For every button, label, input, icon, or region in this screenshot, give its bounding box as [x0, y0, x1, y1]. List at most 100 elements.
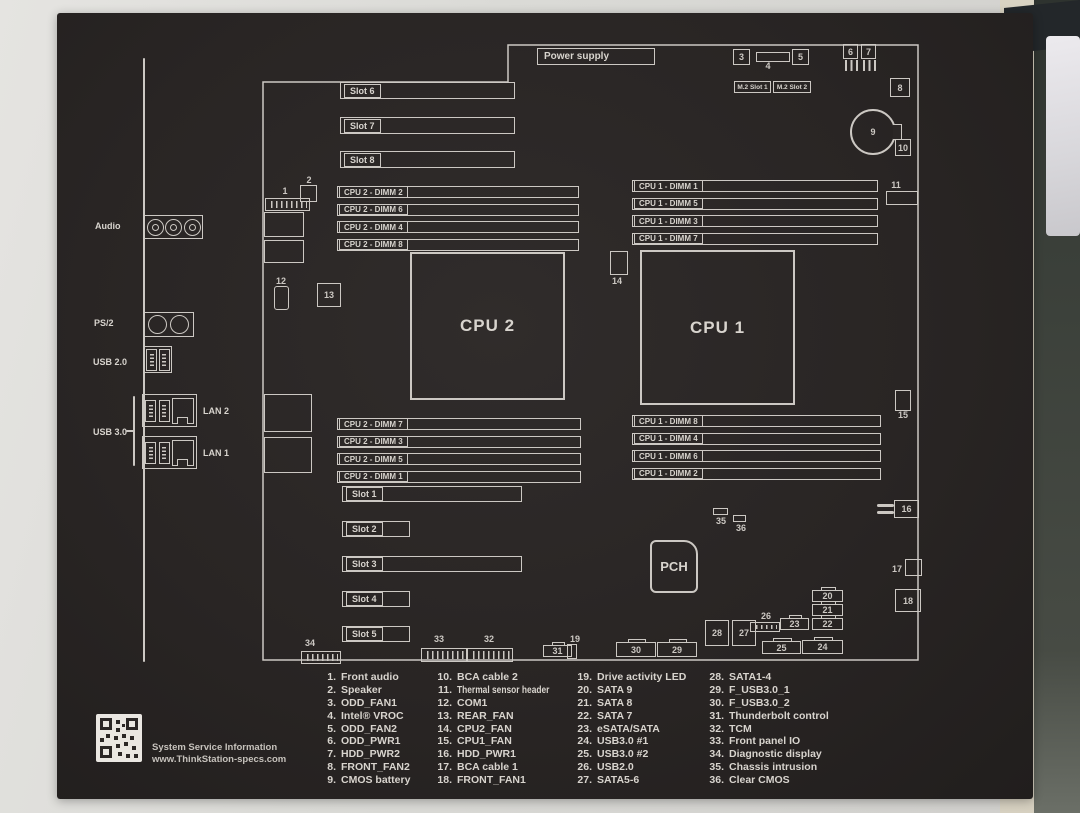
drive-activity-led-callout: 19 — [569, 634, 580, 644]
cpu1-fan-callout: 15 — [897, 410, 908, 420]
legend-item: 4.Intel® VROC — [316, 709, 410, 724]
legend-item: 20.SATA 9 — [568, 683, 686, 698]
dimm-slot-label: CPU 2 - DIMM 6 — [339, 203, 408, 216]
usb3-0-2-connector: 25 — [762, 638, 801, 654]
dimm-slot: CPU 2 - DIMM 3 — [337, 435, 581, 448]
legend-item-number: 36. — [709, 774, 724, 787]
legend-item-label: HDD_PWR2 — [341, 748, 400, 761]
legend-item-number: 13. — [437, 709, 452, 722]
clear-cmos-callout: 36 — [735, 523, 746, 533]
legend-item-number: 22. — [577, 709, 592, 722]
legend-item-number: 19. — [577, 671, 592, 683]
legend-item-number: 25. — [577, 748, 592, 761]
dimm-slot: CPU 1 - DIMM 4 — [632, 432, 881, 445]
legend-item-label: BCA cable 2 — [457, 671, 518, 683]
dimm-slot-label: CPU 2 - DIMM 8 — [339, 238, 408, 251]
expansion-slot: Slot 2 — [342, 521, 410, 537]
legend-item: 31.Thunderbolt control — [700, 709, 828, 724]
dimm-slot-label: CPU 2 - DIMM 7 — [339, 418, 408, 430]
dimm-slot-label: CPU 1 - DIMM 6 — [634, 450, 703, 462]
legend-item-label: Chassis intrusion — [729, 761, 818, 774]
expansion-slot: Slot 4 — [342, 591, 410, 607]
usb-port-icon — [158, 348, 170, 371]
legend-item: 22.SATA 7 — [568, 709, 686, 724]
legend-item-number: 15. — [437, 735, 452, 748]
legend-item-label: USB2.0 — [597, 761, 634, 774]
thunderbolt-control-connector: 31 — [543, 642, 572, 657]
legend-item-label: USB3.0 #1 — [597, 735, 649, 748]
audio-jacks — [144, 215, 203, 239]
legend-item: 33.Front panel IO — [700, 736, 829, 749]
intel-vroc-connector — [756, 52, 790, 62]
dimm-slot-label: CPU 1 - DIMM 4 — [634, 432, 703, 445]
legend-item-number: 21. — [577, 696, 592, 709]
legend-item-number: 14. — [437, 722, 452, 735]
slot-label: Slot 2 — [346, 522, 383, 536]
legend-item: 5.ODD_FAN2 — [316, 723, 410, 737]
slot-label: Slot 4 — [346, 592, 383, 606]
rear-fan-connector: 13 — [317, 283, 341, 307]
legend-item-number: 20. — [577, 683, 592, 696]
pch-chip: PCH — [650, 540, 698, 593]
legend-item-number: 32. — [709, 722, 724, 735]
expansion-slot: Slot 3 — [342, 556, 522, 572]
rear-io-block — [264, 240, 304, 263]
expansion-slot: Slot 6 — [340, 82, 515, 99]
legend-item-number: 1. — [327, 671, 336, 683]
legend-item-label: Intel® VROC — [341, 709, 404, 722]
usb-port-icon — [158, 441, 170, 464]
legend-item: 34.Diagnostic display — [700, 749, 829, 762]
dimm-slot-label: CPU 1 - DIMM 2 — [634, 467, 703, 480]
service-info-line1: System Service Information — [152, 742, 278, 753]
legend-item: 3.ODD_FAN1 — [316, 696, 410, 711]
slot-label: Slot 6 — [344, 83, 381, 98]
legend-item-label: F_USB3.0_2 — [729, 696, 790, 709]
legend-item: 18.FRONT_FAN1 — [428, 775, 573, 788]
battery-tab — [893, 124, 902, 140]
power-supply-box: Power supply — [537, 48, 655, 65]
dimm-slot: CPU 1 - DIMM 3 — [632, 215, 878, 227]
legend-item-number: 18. — [437, 774, 452, 787]
odd-pwr1-connector: 6 — [843, 44, 858, 59]
thermal-sensor-connector — [886, 191, 918, 205]
usb2-0-header — [750, 622, 780, 632]
legend-item: 27.SATA5-6 — [568, 775, 686, 788]
odd-pwr1-pins — [845, 60, 858, 71]
dimm-slot: CPU 1 - DIMM 8 — [632, 415, 881, 427]
dimm-slot: CPU 1 - DIMM 1 — [632, 180, 878, 192]
expansion-slot: Slot 7 — [340, 117, 515, 134]
usb-port-icon — [145, 399, 157, 422]
front-audio-callout: 1 — [282, 186, 288, 196]
legend-item: 17.BCA cable 1 — [428, 762, 573, 775]
legend-item: 23.eSATA/SATA — [568, 723, 686, 737]
hdd-pwr1-connector: 16 — [894, 500, 919, 518]
legend-item-label: HDD_PWR1 — [457, 748, 516, 761]
rear-io-block — [264, 437, 312, 473]
legend-item-label: Thermal sensor header — [457, 683, 550, 696]
legend-item-label: CPU2_FAN — [457, 722, 512, 735]
legend-item-number: 11. — [437, 683, 452, 696]
slot-label: Slot 3 — [346, 557, 383, 571]
legend-item-number: 31. — [709, 709, 724, 722]
legend-item-label: Drive activity LED — [597, 671, 687, 683]
legend-item: 25.USB3.0 #2 — [568, 749, 686, 762]
legend-item-number: 10. — [437, 671, 452, 683]
legend-item-label: ODD_FAN1 — [341, 696, 398, 709]
io-panel-line — [143, 58, 145, 662]
audio-jack-icon — [165, 218, 182, 236]
legend-item-number: 35. — [709, 761, 724, 774]
sata5-6-connector: 27 — [732, 620, 756, 646]
intel-vroc-callout: 4 — [765, 61, 771, 71]
tcm-header — [467, 648, 513, 662]
legend-item-label: FRONT_FAN2 — [341, 761, 410, 774]
legend-item-label: F_USB3.0_1 — [729, 683, 790, 696]
legend-item: 30.F_USB3.0_2 — [700, 696, 829, 711]
dimm-slot-label: CPU 2 - DIMM 1 — [339, 470, 408, 483]
legend-item-label: Speaker — [341, 683, 382, 696]
dimm-slot: CPU 1 - DIMM 2 — [632, 467, 881, 480]
dimm-slot: CPU 1 - DIMM 6 — [632, 450, 881, 462]
legend-item-number: 28. — [709, 671, 724, 683]
